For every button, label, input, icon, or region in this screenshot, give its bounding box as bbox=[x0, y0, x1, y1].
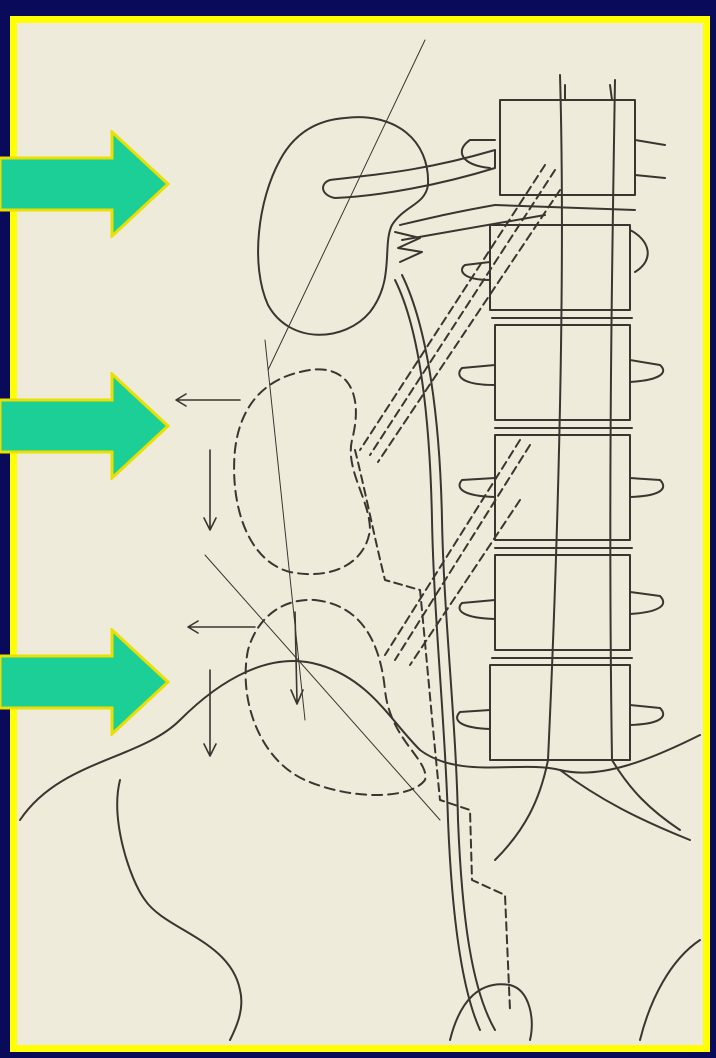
pubic-curve bbox=[450, 984, 532, 1040]
pelvis-wing bbox=[117, 780, 241, 1040]
displacement-arrows bbox=[176, 394, 303, 756]
upper-pointer-arrow-icon bbox=[0, 130, 172, 238]
dashed-vessels-lower bbox=[385, 440, 530, 665]
renal-vessel-upper bbox=[400, 205, 495, 225]
ureter-right-wall bbox=[402, 275, 495, 1030]
kidney-low-position bbox=[246, 600, 426, 795]
middle-pointer-arrow-icon bbox=[0, 372, 172, 480]
upper-axis-line bbox=[268, 40, 425, 370]
kidney-normal-outline bbox=[258, 117, 428, 335]
kidney-mid-position bbox=[234, 369, 370, 574]
ureter-left-wall bbox=[395, 280, 480, 1030]
pelvis-right-edge bbox=[640, 940, 700, 1040]
lower-pointer-arrow-icon bbox=[0, 628, 172, 736]
renal-vessel-mid bbox=[395, 232, 422, 262]
adrenal-band bbox=[323, 150, 495, 198]
dashed-vessels-upper bbox=[360, 165, 560, 462]
lower-axis-line bbox=[205, 555, 440, 820]
vertebral-column bbox=[457, 75, 680, 860]
